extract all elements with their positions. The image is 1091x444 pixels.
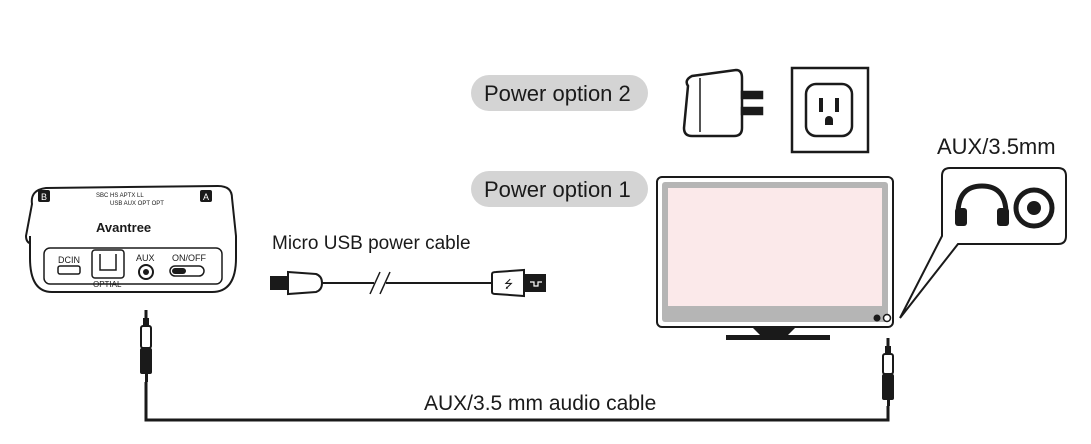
svg-text:⭍: ⭍ [504,278,513,291]
aux-3-5mm-label: AUX/3.5mm [937,134,1056,159]
wall-adapter-icon [682,68,764,138]
aux-cable-right-plug-icon [882,338,894,406]
device-top-indicators-2: USB AUX OPT OPT [110,201,164,207]
optical-port [91,249,125,279]
port-optical-label: OPTIAL [93,280,122,289]
speaker-icon [1013,187,1055,229]
device-letter-b: B [41,192,47,202]
headphone-icon [955,183,1009,226]
switch-label: ON/OFF [172,253,206,263]
aux-cable-left-plug-icon [140,310,152,382]
aux-port [138,264,154,280]
tv-screen [668,188,882,306]
port-aux-label: AUX [136,253,155,263]
power-switch [169,265,205,277]
port-dcin-label: DCIN [58,255,80,265]
tv-aux-jack-icon [873,314,881,322]
wall-outlet-icon [790,66,870,154]
aux-cable-line [144,382,890,422]
device-top-indicators: SBC HS APTX LL [96,193,144,199]
power-option-1-label: Power option 1 [484,177,631,202]
device-brand: Avantree [96,220,151,235]
power-option-1-pill: Power option 1 [471,171,648,207]
device-letter-a: A [203,192,209,202]
aux-cable-label: AUX/3.5 mm audio cable [424,392,656,415]
dcin-port [57,265,81,275]
micro-usb-label: Micro USB power cable [272,233,471,254]
power-option-2-label: Power option 2 [484,81,631,106]
avantree-device: B A SBC HS APTX LL USB AUX OPT OPT Avant… [24,184,238,293]
micro-usb-cable-icon: ⭍ [270,268,546,298]
tv-icon [656,176,894,340]
aux-callout [899,167,1067,319]
power-option-2-pill: Power option 2 [471,75,648,111]
